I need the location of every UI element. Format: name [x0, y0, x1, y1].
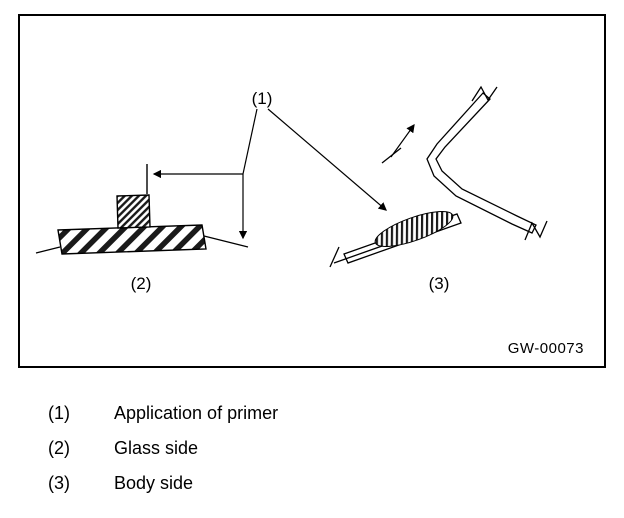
direction-arrow-up	[390, 123, 415, 158]
primer-application-diagram: (1) (2) (3) GW-00073	[35, 85, 584, 357]
callout-2-label: (2)	[131, 274, 152, 293]
figure-code: GW-00073	[508, 340, 584, 357]
break-mark-bottom	[524, 220, 548, 241]
glass-cross-section	[57, 224, 207, 255]
break-mark-top	[471, 85, 498, 102]
callout-3-label: (3)	[429, 274, 450, 293]
legend-item-body-side: (3) Body side	[48, 472, 278, 494]
primer-bead-glass	[116, 194, 151, 229]
legend-item-number: (1)	[48, 403, 70, 423]
callout-1-leaders	[152, 108, 387, 240]
callout-1-label: (1)	[252, 89, 273, 108]
glass-side-section	[35, 164, 249, 255]
legend-item-application-of-primer: (1) Application of primer	[48, 402, 278, 424]
glass-surface-extension-left	[35, 246, 61, 254]
flange-extent-line	[333, 245, 383, 264]
legend-item-number: (3)	[48, 473, 70, 493]
body-panel	[426, 92, 537, 234]
extent-tick-lower	[329, 246, 340, 268]
primer-bead-body	[374, 211, 454, 247]
legend-item-glass-side: (2) Glass side	[48, 437, 278, 459]
figure-panel: (1) (2) (3) GW-00073	[18, 14, 606, 368]
glass-surface-extension-right	[203, 235, 249, 248]
leader-line-left	[242, 108, 258, 175]
leader-arrow-right	[267, 108, 387, 211]
body-side-section	[329, 85, 548, 268]
legend: (1) Application of primer (2) Glass side…	[48, 402, 278, 507]
legend-item-number: (2)	[48, 438, 70, 458]
legend-item-label: Glass side	[114, 438, 199, 458]
legend-item-label: Application of primer	[114, 403, 279, 423]
legend-item-label: Body side	[114, 473, 194, 493]
